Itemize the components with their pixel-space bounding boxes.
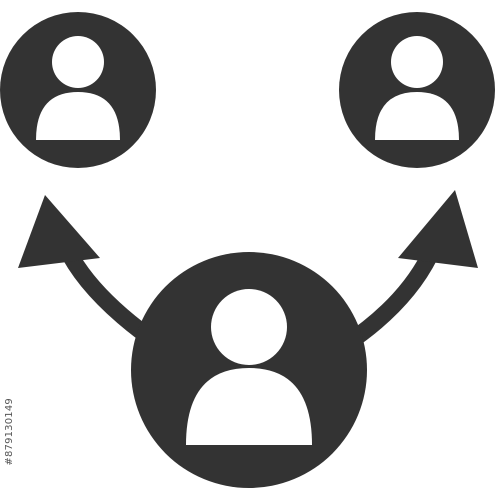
arrow-left (18, 195, 165, 352)
avatar-left-head (52, 36, 104, 88)
user-avatar-left (0, 12, 156, 168)
arrow-right-head (398, 190, 478, 268)
avatar-right-head (391, 36, 443, 88)
avatar-center-head (211, 289, 287, 365)
user-avatar-right (339, 12, 495, 168)
avatar-left-body (36, 92, 120, 140)
arrow-right (340, 190, 478, 353)
avatar-center-body (186, 368, 312, 445)
avatar-right-body (375, 92, 459, 140)
avatar-left-circle (0, 12, 156, 168)
stock-id-label: #879130149 (4, 398, 15, 466)
arrow-left-head (18, 195, 100, 268)
avatar-right-circle (339, 12, 495, 168)
user-avatar-center (131, 252, 367, 488)
